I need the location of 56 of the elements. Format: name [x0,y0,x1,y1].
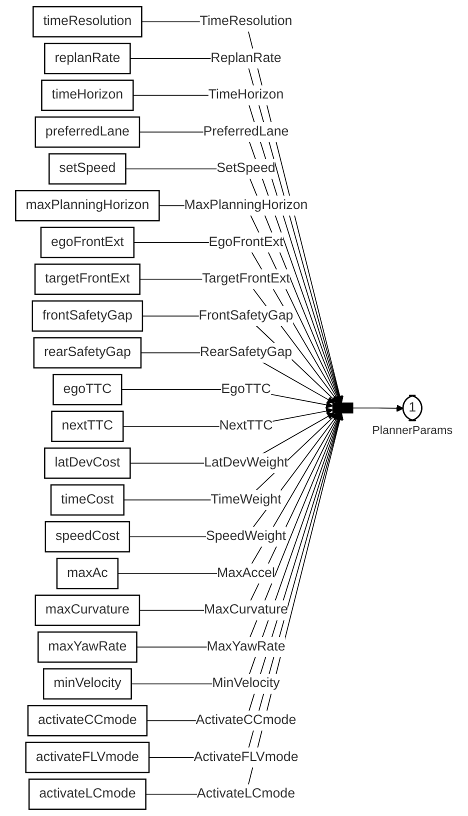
node-box [42,668,132,700]
node-box [34,594,140,626]
arrow [130,412,334,464]
edge-label: RearSafetyGap [200,345,292,360]
edge-label: FrontSafetyGap [198,308,293,323]
arrow [142,316,338,404]
arrow [139,278,340,404]
node-box [14,190,160,222]
node-box [27,705,148,736]
edge-label: LatDevWeight [204,456,288,470]
node-box [33,337,142,368]
node-box [40,80,134,111]
port-label: PlannerParams [372,424,452,437]
edge-label: MaxYawRate [206,640,286,654]
node-box [56,558,118,590]
node-box [44,42,131,74]
arrow [130,412,342,684]
node-box [50,410,124,442]
node-box [40,226,134,258]
edge-label: TimeWeight [210,492,282,507]
node-box [44,521,130,552]
node-box [52,374,122,406]
arrow [128,412,340,538]
edge-label: MinVelocity [212,676,280,691]
node-box [28,778,146,810]
node-bar [332,402,354,414]
edge-label: SetSpeed [216,161,276,176]
edge-label: ActivateCCmode [196,713,296,728]
edge-label: TargetFrontExt [202,272,290,286]
arrow [123,412,338,500]
node-box [24,742,150,774]
edge-label: MaxCurvature [204,602,288,618]
edge-label: TimeHorizon [208,88,284,102]
block-diagram: TimeResolution ReplanRate TimeHorizon PreferredLane SetSpeed MaxPlanningHorizon EgoFrontExt TargetFrontExt FrontSafetyGap RearSafetyGap EgoTTC NextTTC LatDevWeight TimeWeight SpeedWeight MaxAccel MaxCurvature MaxYawRate MinVelocity ActivateCCmode ActivateFLVmode ActivateLCmode timeResolution replanRate timeHorizon preferredLane setSpeed maxPlanningHorizon egoFrontExt targetFrontExt frontSafetyGap rearSafetyGap egoTTC nextTTC latDevCost timeCost speedCost maxAc maxCurvature maxYawRate minVelocity activateCCmode activateFLVmode activateLCmode 1 PlannerParams [8,0,460,816]
node-box [32,300,143,332]
node-box [48,153,126,185]
node-box [32,6,142,38]
arrow [140,352,334,404]
edge-label: PreferredLane [202,124,288,139]
edge-label: TimeResolution [200,14,292,28]
edge-label: EgoTTC [220,382,271,396]
node-box [37,631,138,663]
edge-label: NextTTC [218,418,272,434]
node-box [44,448,131,479]
node-box [34,264,140,295]
edge-label: ReplanRate [210,51,282,66]
edge-label: EgoFrontExt [208,234,283,250]
arrow [352,404,404,412]
edge-label: ActivateLCmode [196,786,295,801]
node-box [34,116,140,148]
edge-label: ActivateFLVmode [193,750,298,764]
arrow [117,412,340,574]
edge-label: MaxAccel [216,566,275,580]
edge-label: SpeedWeight [206,529,286,544]
node-box [50,484,124,516]
edge-label: MaxPlanningHorizon [184,198,308,212]
